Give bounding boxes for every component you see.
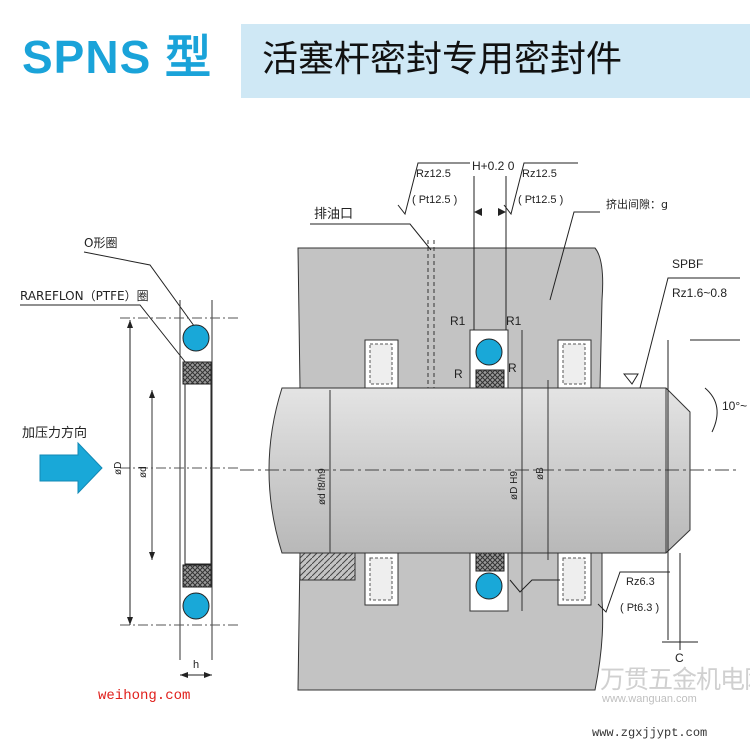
inner-dia-label: ød	[138, 466, 149, 478]
assembly-o-ring-top	[475, 338, 503, 366]
pt-right-label: ( Pt12.5 )	[518, 194, 563, 206]
assembly-drawing: 排油口 Rz12.5 ( Pt12.5 ) H+0.2 0 Rz12.5 ( P…	[240, 159, 747, 691]
bore-dia-label: øB	[535, 467, 546, 480]
rz-right-label: Rz12.5	[522, 168, 557, 180]
drain-port-label: 排油口	[314, 207, 353, 222]
spbf-label: SPBF	[672, 257, 703, 271]
pt-left-label: ( Pt12.5 )	[412, 194, 457, 206]
title-band	[241, 24, 750, 98]
ptfe-ring-top	[182, 361, 212, 385]
r-left-label: R	[454, 367, 463, 381]
pressure-direction-label: 加压力方向	[22, 425, 87, 441]
angle-label: 10°~	[722, 399, 747, 413]
watermark-url: www.zgxjjypt.com	[592, 726, 708, 740]
rz-rod-label: Rz1.6~0.8	[672, 286, 727, 300]
watermark-cn: 万贯五金机电网	[600, 665, 750, 694]
width-label: h	[193, 659, 199, 671]
r-right-label: R	[508, 361, 517, 375]
r1-right-label: R1	[506, 314, 522, 328]
outer-dia-label: øD	[113, 462, 124, 475]
o-ring-top	[182, 324, 210, 352]
rz-bottom-label: Rz6.3	[626, 576, 655, 588]
model-title: SPNS 型	[22, 31, 213, 83]
groove-dia-label: øD H9	[509, 471, 520, 500]
piston-rod	[268, 387, 691, 554]
extrusion-gap-label: 挤出间隙：g	[606, 197, 668, 211]
watermark-left: weihong.com	[98, 688, 191, 704]
rz-left-label: Rz12.5	[416, 168, 451, 180]
pt-bottom-label: ( Pt6.3 )	[620, 602, 659, 614]
rareflon-label: RAREFLON（PTFE）圈	[20, 289, 149, 303]
finish-marks-top: Rz12.5 ( Pt12.5 ) H+0.2 0 Rz12.5 ( Pt12.…	[397, 159, 668, 330]
o-ring-bottom	[182, 592, 210, 620]
chamfer-label: C	[675, 651, 684, 665]
page-title: 活塞杆密封专用密封件	[262, 39, 623, 80]
o-ring-label: O形圈	[84, 236, 117, 250]
watermark-en: www.wanguan.com	[602, 693, 697, 705]
ptfe-ring-bottom	[182, 564, 212, 588]
r1-left-label: R1	[450, 314, 466, 328]
h-tol-label: H+0.2 0	[472, 159, 515, 173]
rod-dia-label: ød f8/h9	[317, 468, 328, 505]
assembly-o-ring-bottom	[475, 572, 503, 600]
seal-cross-section: O形圈 RAREFLON（PTFE）圈 øD ød h 加	[20, 236, 240, 678]
pressure-arrow-icon	[39, 441, 103, 495]
